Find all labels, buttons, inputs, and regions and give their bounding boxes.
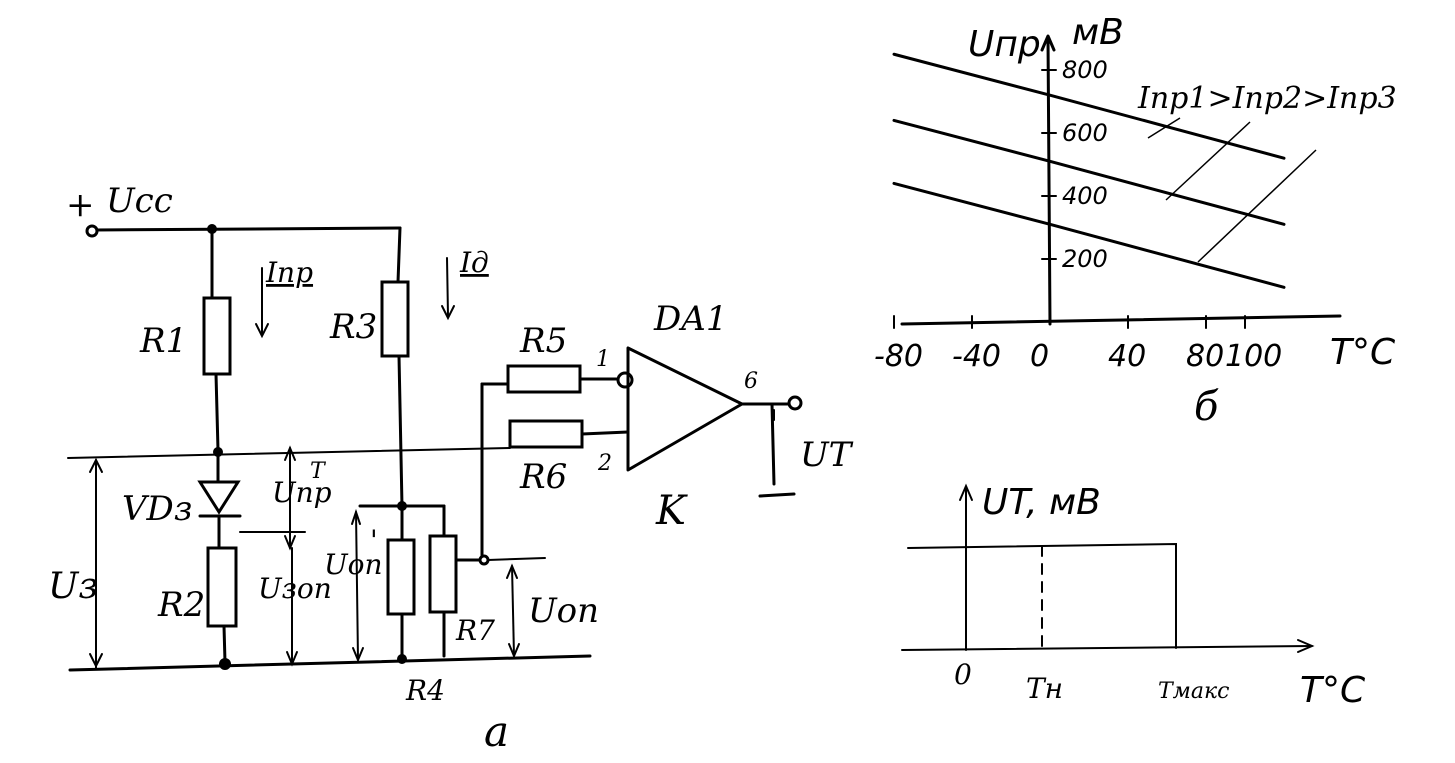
output-ground-symbol: [758, 492, 796, 498]
circuit-panel-label: a: [484, 707, 509, 756]
supply-rail: [93, 226, 402, 232]
resistor-r2: [206, 546, 238, 628]
resistor-r3: [380, 280, 410, 358]
y-tick-label: 600: [1062, 119, 1108, 147]
chart-bottom-output-step: [907, 542, 1177, 649]
chart-top-x-axis: [900, 314, 1342, 326]
voltage-arrow-uop: [506, 563, 520, 659]
r4-label: R4: [405, 674, 445, 707]
x-tick-label: 40: [1108, 339, 1146, 374]
voltage-arrow-uz: [89, 457, 103, 669]
chart-bottom-x-tick-tn: Tн: [1026, 672, 1063, 705]
legend-leader-lines: [1147, 117, 1317, 263]
chart-bottom-x-tick-0: 0: [954, 658, 972, 691]
uop-prime-sup: ': [370, 524, 378, 557]
resistor-r6: [506, 364, 582, 394]
supply-label: Ucc: [106, 181, 173, 221]
chart-top-x-label: T°C: [1330, 332, 1396, 373]
uforward-label: Uпр: [272, 476, 332, 509]
x-tick-label: 80: [1186, 339, 1224, 374]
chart-bottom-x-label: T°C: [1300, 670, 1366, 711]
opamp-pin2-label: 2: [597, 451, 612, 476]
opamp-function-label: K: [655, 488, 688, 534]
y-tick-label: 400: [1062, 182, 1108, 210]
r3-label: R3: [329, 307, 377, 347]
uop-prime-label: Uоп: [324, 548, 383, 581]
chart-bottom-x-tick-tmax: Tмакс: [1158, 679, 1230, 704]
resistor-r1: [202, 296, 232, 376]
output-terminal: [787, 395, 803, 411]
r5-label: R7: [455, 614, 495, 647]
current-label-id: Iд: [459, 246, 489, 279]
x-tick-label: -40: [952, 339, 1001, 374]
current-arrow-ipr: [255, 267, 269, 339]
chart-top-panel-label: б: [1194, 384, 1219, 430]
resistor-r7: [508, 419, 584, 449]
r2-label: R2: [157, 585, 205, 625]
opamp-inverting-input: [616, 371, 634, 389]
chart-top-legend: Iпр1>Iпр2>Iпр3: [1137, 81, 1397, 116]
chart-bottom-x-axis: [901, 645, 1313, 651]
node-ground-r4: [397, 654, 407, 664]
r6-label: R5: [519, 321, 567, 361]
y-tick-label: 800: [1062, 56, 1108, 84]
uzop-label: Uзоп: [258, 572, 332, 605]
chart-top-y-label: Uпр: [968, 24, 1041, 65]
uz-label: Uз: [48, 566, 98, 607]
supply-plus-label: +: [66, 185, 95, 225]
opamp-name-label: DA1: [653, 299, 727, 339]
resistor-r5: [428, 534, 458, 614]
chart-top-y-axis: [1046, 36, 1052, 326]
voltage-arrow-uop-prime: [351, 508, 364, 663]
voltage-arrow-uzop: [286, 547, 298, 667]
voltage-arrow-uforward: [239, 445, 306, 551]
opamp-da1: [626, 346, 744, 472]
uforward-sup: T: [310, 459, 327, 484]
diode-label: VDз: [122, 489, 192, 529]
chart-top-y-unit: мВ: [1072, 12, 1124, 53]
diode-vd: [197, 480, 241, 515]
opamp-pin1-label: 1: [596, 347, 610, 372]
ground-rail: [68, 654, 592, 672]
node-ground-r2: [219, 658, 231, 670]
r7-label: R6: [519, 457, 567, 497]
current-arrow-id: [441, 257, 455, 321]
circuit-schematic: + Ucc Iпр Iд R1 R3 R5 R6 DA1 1 2 6 K UT …: [48, 181, 854, 756]
opamp-pin6-label: 6: [744, 369, 758, 394]
output-voltage-label: UT: [800, 435, 854, 475]
x-tick-label: 100: [1225, 339, 1282, 374]
x-tick-label: -80: [874, 339, 923, 374]
supply-terminal: [85, 224, 99, 238]
current-label-ipr: Iпр: [265, 256, 313, 289]
chart-bottom-y-label: UT, мВ: [982, 482, 1101, 523]
x-tick-label: 0: [1030, 339, 1049, 374]
uop-label: Uоп: [528, 591, 599, 631]
series-line-Iпр1: [892, 52, 1286, 160]
series-line-Iпр3: [892, 181, 1286, 289]
r1-label: R1: [139, 321, 187, 361]
resistor-r4: [386, 538, 416, 616]
chart-output-voltage-vs-temperature: UT, мВ 0 Tн Tмакс T°C: [901, 482, 1366, 711]
y-tick-label: 200: [1062, 245, 1108, 273]
series-line-Iпр2: [892, 118, 1286, 226]
